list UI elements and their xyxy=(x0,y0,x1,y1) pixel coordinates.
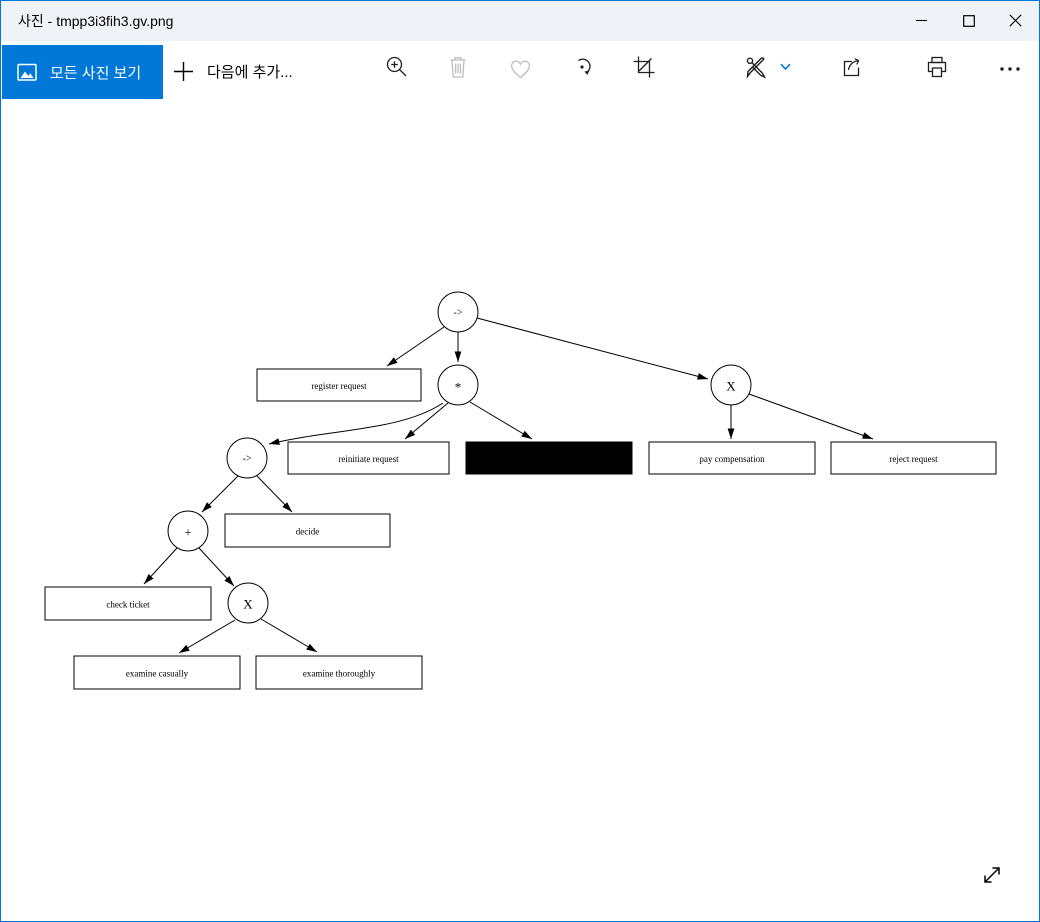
minimize-icon xyxy=(916,19,927,22)
delete-button[interactable] xyxy=(434,43,482,91)
see-all-photos-label: 모든 사진 보기 xyxy=(50,64,142,82)
crop-button[interactable] xyxy=(620,43,668,91)
toolbar: 모든 사진 보기 다음에 추가... xyxy=(1,41,1039,100)
edit-button[interactable] xyxy=(732,43,802,91)
edge-and-check-ticket xyxy=(143,547,178,585)
heart-icon xyxy=(510,60,530,78)
node-label-decide: decide xyxy=(296,527,319,537)
edge-seq-root-register-request xyxy=(386,326,445,367)
edge-seq-2-and xyxy=(201,475,239,513)
edge-and-xor-2 xyxy=(198,547,235,587)
plus-icon xyxy=(174,61,193,81)
node-label-pay-compensation: pay compensation xyxy=(699,454,765,464)
node-xor-top: X xyxy=(710,364,752,406)
rotate-button[interactable] xyxy=(558,43,606,91)
edge-xor-top-reject-request xyxy=(748,393,874,440)
edge-loop-seq-2 xyxy=(268,402,444,445)
node-tau xyxy=(465,441,633,475)
node-label-register-request: register request xyxy=(311,381,367,391)
fullscreen-button[interactable] xyxy=(973,856,1011,894)
delete-icon xyxy=(450,57,466,78)
maximize-icon xyxy=(962,14,975,27)
share-icon xyxy=(843,58,859,77)
node-check-ticket: check ticket xyxy=(44,586,212,621)
minimize-button[interactable] xyxy=(898,1,945,40)
node-label-and: + xyxy=(184,525,191,540)
node-label-reinitiate-request: reinitiate request xyxy=(338,454,399,464)
node-reinitiate-request: reinitiate request xyxy=(287,441,450,475)
node-and: + xyxy=(167,510,209,552)
photos-icon xyxy=(17,63,37,81)
node-seq-root: -> xyxy=(437,291,479,333)
window-controls xyxy=(898,1,1039,41)
node-label-examine-casually: examine casually xyxy=(126,669,189,679)
see-more-button[interactable] xyxy=(986,43,1034,91)
node-decide: decide xyxy=(224,513,391,548)
rotate-icon xyxy=(578,58,591,75)
chevron-down-icon xyxy=(780,63,791,71)
see-all-photos-button[interactable]: 모든 사진 보기 xyxy=(2,45,163,99)
node-label-xor-top: X xyxy=(726,379,736,394)
node-label-seq-root: -> xyxy=(454,308,463,319)
see-more-icon xyxy=(1000,67,1020,71)
edge-xor-2-examine-casually xyxy=(178,619,236,654)
node-label-reject-request: reject request xyxy=(889,454,938,464)
node-label-seq-2: -> xyxy=(243,454,252,465)
edge-loop-tau xyxy=(469,401,533,440)
edge-loop-reinitiate-request xyxy=(404,402,449,440)
node-examine-casually: examine casually xyxy=(73,655,241,690)
edge-seq-2-decide xyxy=(256,475,293,513)
zoom-icon xyxy=(386,56,407,77)
zoom-button[interactable] xyxy=(373,43,421,91)
node-loop: * xyxy=(437,364,479,406)
expand-icon xyxy=(984,867,1000,883)
node-label-examine-thoroughly: examine thoroughly xyxy=(303,669,376,679)
close-icon xyxy=(1009,14,1022,27)
favorite-button[interactable] xyxy=(496,43,544,91)
edit-icon xyxy=(746,56,767,79)
edge-xor-2-examine-thoroughly xyxy=(260,618,318,653)
close-button[interactable] xyxy=(992,1,1039,40)
node-label-loop: * xyxy=(455,380,462,395)
window-title: 사진 - tmpp3i3fih3.gv.png xyxy=(18,13,174,29)
add-to-label: 다음에 추가... xyxy=(207,63,293,81)
crop-icon xyxy=(633,56,655,78)
print-icon xyxy=(927,56,947,78)
titlebar: 사진 - tmpp3i3fih3.gv.png xyxy=(1,1,1039,41)
node-pay-compensation: pay compensation xyxy=(648,441,816,475)
node-register-request: register request xyxy=(256,368,422,402)
node-examine-thoroughly: examine thoroughly xyxy=(255,655,423,690)
node-xor-2: X xyxy=(227,582,269,624)
share-button[interactable] xyxy=(827,43,875,91)
node-label-xor-2: X xyxy=(243,597,253,612)
print-button[interactable] xyxy=(913,43,961,91)
node-label-check-ticket: check ticket xyxy=(106,600,150,610)
node-seq-2: -> xyxy=(226,437,268,479)
add-to-button[interactable]: 다음에 추가... xyxy=(173,50,293,92)
node-reject-request: reject request xyxy=(830,441,997,475)
maximize-button[interactable] xyxy=(945,1,992,40)
edge-seq-root-xor-top xyxy=(476,317,709,380)
